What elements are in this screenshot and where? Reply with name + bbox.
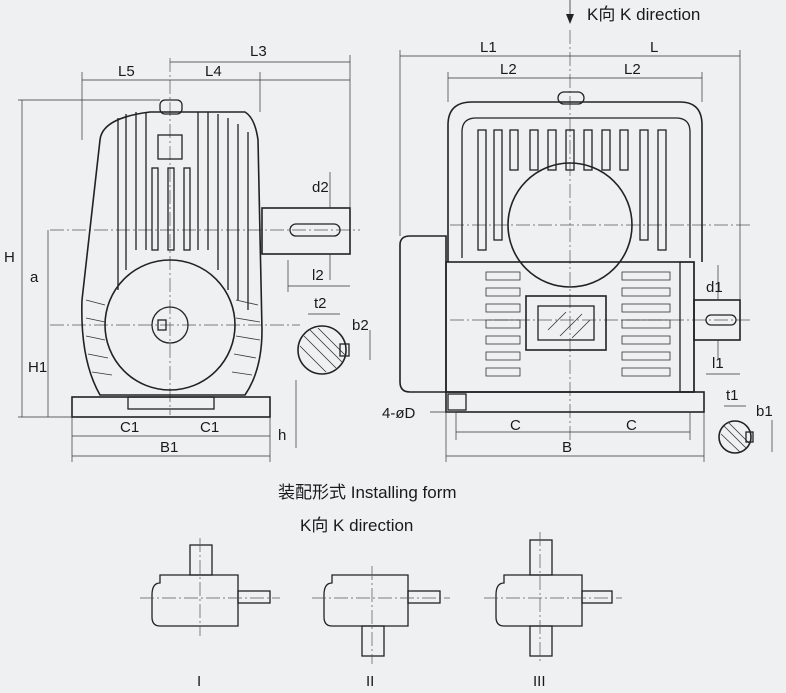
- left-output-shaft: [261, 207, 351, 255]
- right-horizontal-fins: [485, 271, 671, 377]
- right-glass-hatch: [547, 311, 591, 339]
- left-section-hatch: [299, 327, 347, 373]
- form-II-side-shaft: [407, 590, 441, 604]
- right-top-cap: [557, 91, 585, 105]
- label-h: H: [4, 249, 15, 266]
- right-cover-circle: [507, 162, 633, 288]
- form-II-label: II: [366, 673, 374, 688]
- left-housing-outline: [81, 111, 263, 396]
- right-inspection-window: [525, 295, 607, 351]
- right-shaft-section: [718, 420, 752, 454]
- right-shaft-keyway: [705, 314, 737, 326]
- form-II-bottom-shaft: [361, 625, 385, 657]
- label-c1-right: C1: [200, 419, 219, 436]
- right-base-bolt: [447, 393, 467, 411]
- label-l4: L4: [205, 63, 222, 80]
- label-t2: t2: [314, 295, 327, 312]
- label-b2: b2: [352, 317, 369, 334]
- label-l1-shaft: l1: [712, 355, 724, 372]
- label-c-right: C: [626, 417, 637, 434]
- form-III-side-shaft: [581, 590, 613, 604]
- label-b1-shaft: b1: [756, 403, 773, 420]
- label-holes: 4-øD: [382, 405, 416, 422]
- label-l1: L1: [480, 39, 497, 56]
- right-motor-block: [399, 235, 447, 393]
- left-shaft-bore: [151, 306, 189, 344]
- left-shaft-section: [297, 325, 347, 375]
- label-b: B: [562, 439, 572, 456]
- left-lower-fins: [85, 299, 261, 376]
- label-l5: L5: [118, 63, 135, 80]
- right-window-glass: [537, 305, 595, 341]
- label-d2: d2: [312, 179, 329, 196]
- label-c1-left: C1: [120, 419, 139, 436]
- right-view: L1 L L2 L2 d1 l1 t1 b1 C C B 4-øD: [382, 30, 773, 462]
- left-shaft-keyway: [289, 223, 341, 237]
- k-arrow-head: [566, 14, 574, 24]
- form-III-label: III: [533, 673, 546, 688]
- form-III-bottom-shaft: [529, 625, 553, 657]
- left-view: L3 L5 L4 H a H1 d2 l2 t2 b2 C1 C1 B1 h: [4, 43, 371, 462]
- label-a: a: [30, 269, 39, 286]
- label-h-base: h: [278, 427, 286, 444]
- form-I-top-shaft: [189, 544, 213, 576]
- label-c-left: C: [510, 417, 521, 434]
- right-base: [445, 391, 705, 413]
- installing-form-title: 装配形式 Installing form: [278, 483, 457, 502]
- right-top-frame-inner: [461, 117, 691, 258]
- label-h1: H1: [28, 359, 47, 376]
- form-III-top-shaft: [529, 539, 553, 576]
- form-II-body: [323, 574, 409, 627]
- right-section-key: [745, 431, 754, 443]
- left-wheel-circle: [104, 259, 236, 391]
- form-I-body: [151, 574, 239, 627]
- right-top-frame: [447, 101, 703, 262]
- form-I-side-shaft: [237, 590, 271, 604]
- label-l2-left: L2: [500, 61, 517, 78]
- label-l3: L3: [250, 43, 267, 60]
- left-cooling-fins: [117, 112, 249, 310]
- left-section-key: [339, 343, 350, 357]
- label-b1: B1: [160, 439, 178, 456]
- k-direction-mid-label: K向 K direction: [300, 516, 413, 535]
- label-l2-right: L2: [624, 61, 641, 78]
- install-form-II: II: [312, 566, 450, 690]
- form-I-label: I: [197, 673, 201, 688]
- right-side-plate: [679, 261, 695, 393]
- label-d1: d1: [706, 279, 723, 296]
- left-slots: [151, 134, 191, 251]
- form-III-body: [495, 574, 583, 627]
- install-form-I: I: [140, 538, 280, 690]
- left-shaft-key: [157, 319, 167, 331]
- right-input-shaft: [693, 299, 741, 341]
- left-base: [71, 396, 271, 418]
- label-t1: t1: [726, 387, 739, 404]
- install-form-III: III: [484, 532, 622, 690]
- k-direction-top-label: K向 K direction: [587, 5, 700, 24]
- label-l2: l2: [312, 267, 324, 284]
- left-top-cap: [159, 99, 183, 115]
- right-top-slots: [477, 129, 667, 251]
- label-l: L: [650, 39, 658, 56]
- left-base-recess: [127, 396, 215, 410]
